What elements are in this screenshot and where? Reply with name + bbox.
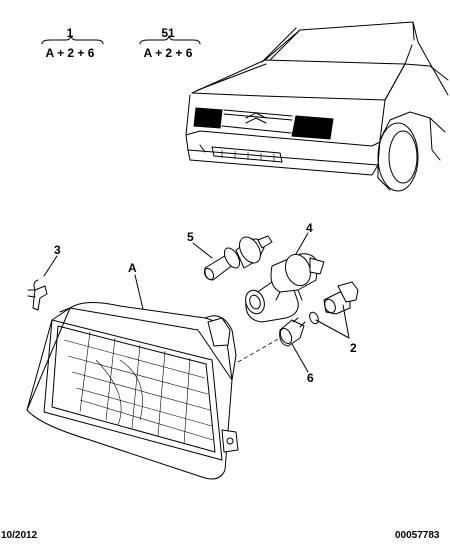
leader-2 <box>315 304 350 339</box>
headlamp-assembly <box>26 302 239 480</box>
assembly-guide-line <box>237 337 281 363</box>
callout-2: 2 <box>350 341 357 355</box>
code-51-formula: A + 2 + 6 <box>143 46 193 60</box>
leader-4 <box>295 232 309 255</box>
brace-1 <box>41 35 104 45</box>
leader-6 <box>291 343 309 373</box>
code-1-number: 1 <box>66 26 74 40</box>
car-illustration <box>185 21 449 192</box>
callout-6: 6 <box>307 371 314 385</box>
footer-reference: 00057783 <box>395 530 440 541</box>
leader-3 <box>43 255 58 277</box>
code-1-formula: A + 2 + 6 <box>45 46 95 60</box>
leader-5 <box>192 242 213 259</box>
callout-3: 3 <box>54 243 61 257</box>
bulb-part-5 <box>203 235 273 281</box>
footer-date: 10/2012 <box>1 530 38 541</box>
right-headlight-shape <box>291 115 334 140</box>
leader-A <box>134 274 144 310</box>
o-ring <box>309 311 319 325</box>
callout-A: A <box>128 261 137 275</box>
bulb-holder-part-4 <box>245 253 325 323</box>
callout-4: 4 <box>306 221 313 235</box>
code-51-number: 51 <box>161 26 175 40</box>
callout-5: 5 <box>187 230 194 244</box>
clip-part-3 <box>27 279 48 311</box>
left-headlight-shape <box>193 107 223 129</box>
brace-51 <box>139 35 201 45</box>
